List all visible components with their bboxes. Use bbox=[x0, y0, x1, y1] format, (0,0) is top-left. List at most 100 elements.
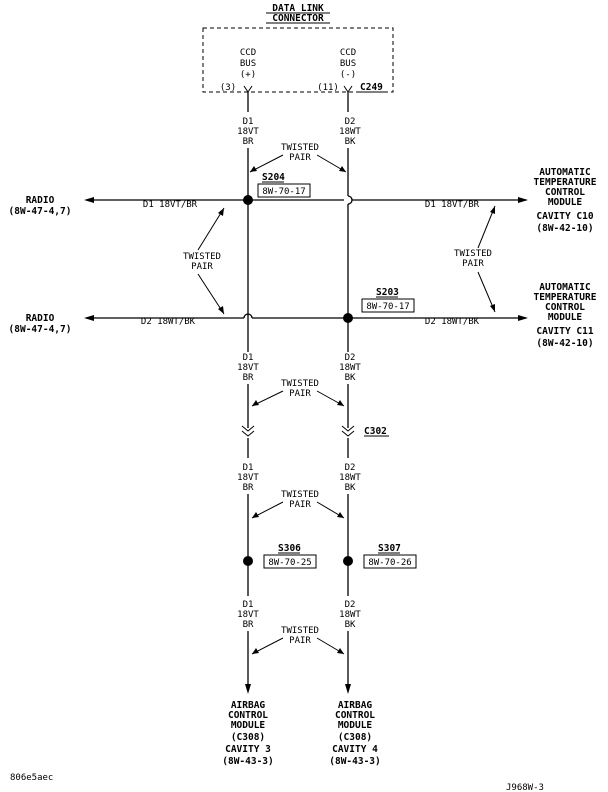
airbag-4-line2: CONTROL bbox=[335, 710, 375, 721]
twisted-pair-3-line1: TWISTED bbox=[281, 490, 319, 500]
twisted-pair-1-line1: TWISTED bbox=[281, 143, 319, 153]
data-link-connector-outline bbox=[202, 27, 394, 93]
d2-label-3c: BK bbox=[345, 483, 356, 493]
d1-horizontal-left-label: D1 18VT/BR bbox=[143, 200, 198, 210]
atc-c10-line5: CAVITY C10 bbox=[536, 211, 593, 222]
atc-c10-line1: AUTOMATIC bbox=[539, 167, 591, 178]
radio-1-name: RADIO bbox=[26, 195, 55, 206]
twisted-pair-4-line2: PAIR bbox=[289, 636, 311, 646]
twisted-pair-right-line2: PAIR bbox=[462, 259, 484, 269]
d2-label-1a: D2 bbox=[345, 117, 356, 127]
airbag-3-line2: CONTROL bbox=[228, 710, 268, 721]
splice-s204-id: S204 bbox=[262, 172, 285, 183]
d1-crossover-hop bbox=[243, 313, 253, 319]
twisted-pair-1-arrowhead-right bbox=[339, 166, 346, 172]
d2-label-2b: 18WT bbox=[339, 363, 361, 373]
d2-label-1c: BK bbox=[345, 137, 356, 147]
pin-neg-label-3: (-) bbox=[340, 70, 356, 80]
atc-c11-line2: TEMPERATURE bbox=[534, 292, 597, 303]
twisted-pair-left-arrow-up bbox=[197, 207, 225, 251]
c302-d2-terminal bbox=[341, 425, 355, 437]
airbag-3-line6: (8W-43-3) bbox=[222, 756, 273, 767]
twisted-pair-2-line2: PAIR bbox=[289, 389, 311, 399]
d1-label-2c: BR bbox=[243, 373, 254, 383]
twisted-pair-2-arrowhead-left bbox=[252, 400, 259, 406]
pin-neg-cavity: (11) bbox=[317, 83, 339, 93]
atc-c11-line5: CAVITY C11 bbox=[536, 326, 593, 337]
pin-pos-label-1: CCD bbox=[240, 48, 256, 58]
twisted-pair-3-line2: PAIR bbox=[289, 500, 311, 510]
airbag-4-line4: (C308) bbox=[338, 732, 372, 743]
twisted-pair-left-line1: TWISTED bbox=[183, 252, 221, 262]
footer-code-left: 806e5aec bbox=[10, 773, 53, 783]
splice-s204-ref-box bbox=[257, 183, 311, 198]
airbag-4-line6: (8W-43-3) bbox=[329, 756, 380, 767]
splice-s307-id: S307 bbox=[378, 543, 401, 554]
airbag-3-line1: AIRBAG bbox=[231, 700, 266, 711]
airbag-4-line3: MODULE bbox=[338, 720, 373, 731]
d2-label-3b: 18WT bbox=[339, 473, 361, 483]
splice-s203-id: S203 bbox=[376, 287, 399, 298]
splice-s204-ref: 8W-70-17 bbox=[262, 187, 305, 197]
pin-pos-label-3: (+) bbox=[240, 70, 256, 80]
d2-label-3a: D2 bbox=[345, 463, 356, 473]
d1-label-3c: BR bbox=[243, 483, 254, 493]
pin-neg-label-1: CCD bbox=[340, 48, 356, 58]
twisted-pair-4-arrowhead-right bbox=[337, 648, 344, 654]
twisted-pair-right-arrow-up bbox=[477, 205, 496, 249]
twisted-pair-4-line1: TWISTED bbox=[281, 626, 319, 636]
d1-label-4b: 18VT bbox=[237, 610, 259, 620]
d2-label-1b: 18WT bbox=[339, 127, 361, 137]
d2-horizontal-right-label: D2 18WT/BK bbox=[425, 317, 480, 327]
radio-2-ref: (8W-47-4,7) bbox=[9, 324, 72, 335]
twisted-pair-left-arrowhead-up bbox=[218, 208, 224, 216]
connector-title-line1: DATA LINK bbox=[272, 3, 324, 14]
twisted-pair-2-arrowhead-right bbox=[337, 400, 344, 406]
splice-s306-ref-box bbox=[263, 554, 317, 569]
d1-label-4c: BR bbox=[243, 620, 254, 630]
atc-c10-line6: (8W-42-10) bbox=[536, 223, 593, 234]
pin-neg-terminal bbox=[343, 85, 353, 93]
airbag-3-line3: MODULE bbox=[231, 720, 266, 731]
d1-label-2b: 18VT bbox=[237, 363, 259, 373]
d1-label-4a: D1 bbox=[243, 600, 254, 610]
twisted-pair-1-arrowhead-left bbox=[250, 166, 257, 172]
d2-crossover-hop bbox=[347, 195, 353, 205]
d1-label-1a: D1 bbox=[243, 117, 254, 127]
twisted-pair-right-arrowhead-up bbox=[490, 206, 495, 214]
twisted-pair-2-line1: TWISTED bbox=[281, 379, 319, 389]
twisted-pair-1-line2: PAIR bbox=[289, 153, 311, 163]
atc-c10-line4: MODULE bbox=[548, 197, 583, 208]
splice-s307-dot bbox=[343, 556, 353, 566]
splice-s307-ref-box bbox=[363, 554, 417, 569]
d1-label-2a: D1 bbox=[243, 353, 254, 363]
atc-c11-line6: (8W-42-10) bbox=[536, 338, 593, 349]
twisted-pair-3-arrowhead-right bbox=[337, 512, 344, 518]
radio-d1-arrow bbox=[84, 197, 94, 203]
d2-label-2a: D2 bbox=[345, 353, 356, 363]
splice-s306-id: S306 bbox=[278, 543, 301, 554]
twisted-pair-right-line1: TWISTED bbox=[454, 249, 492, 259]
twisted-pair-right-arrowhead-down bbox=[490, 304, 495, 312]
atc-c10-line2: TEMPERATURE bbox=[534, 177, 597, 188]
d2-horizontal-left-label: D2 18WT/BK bbox=[141, 317, 196, 327]
splice-s306-dot bbox=[243, 556, 253, 566]
twisted-pair-left-line2: PAIR bbox=[191, 262, 213, 272]
airbag-3-line5: CAVITY 3 bbox=[225, 744, 271, 755]
footer-code-right: J968W-3 bbox=[506, 783, 544, 792]
d2-label-4b: 18WT bbox=[339, 610, 361, 620]
atc-c11-line3: CONTROL bbox=[545, 302, 585, 313]
pin-pos-label-2: BUS bbox=[240, 59, 256, 69]
twisted-pair-4-arrowhead-left bbox=[252, 648, 259, 654]
inline-connector-c302: C302 bbox=[364, 426, 387, 437]
atc-c11-line1: AUTOMATIC bbox=[539, 282, 591, 293]
airbag-3-arrow bbox=[245, 684, 251, 694]
radio-1-ref: (8W-47-4,7) bbox=[9, 206, 72, 217]
airbag-4-arrow bbox=[345, 684, 351, 694]
d1-label-1b: 18VT bbox=[237, 127, 259, 137]
d2-label-2c: BK bbox=[345, 373, 356, 383]
d2-label-4a: D2 bbox=[345, 600, 356, 610]
pin-pos-terminal bbox=[243, 85, 253, 93]
d2-label-4c: BK bbox=[345, 620, 356, 630]
